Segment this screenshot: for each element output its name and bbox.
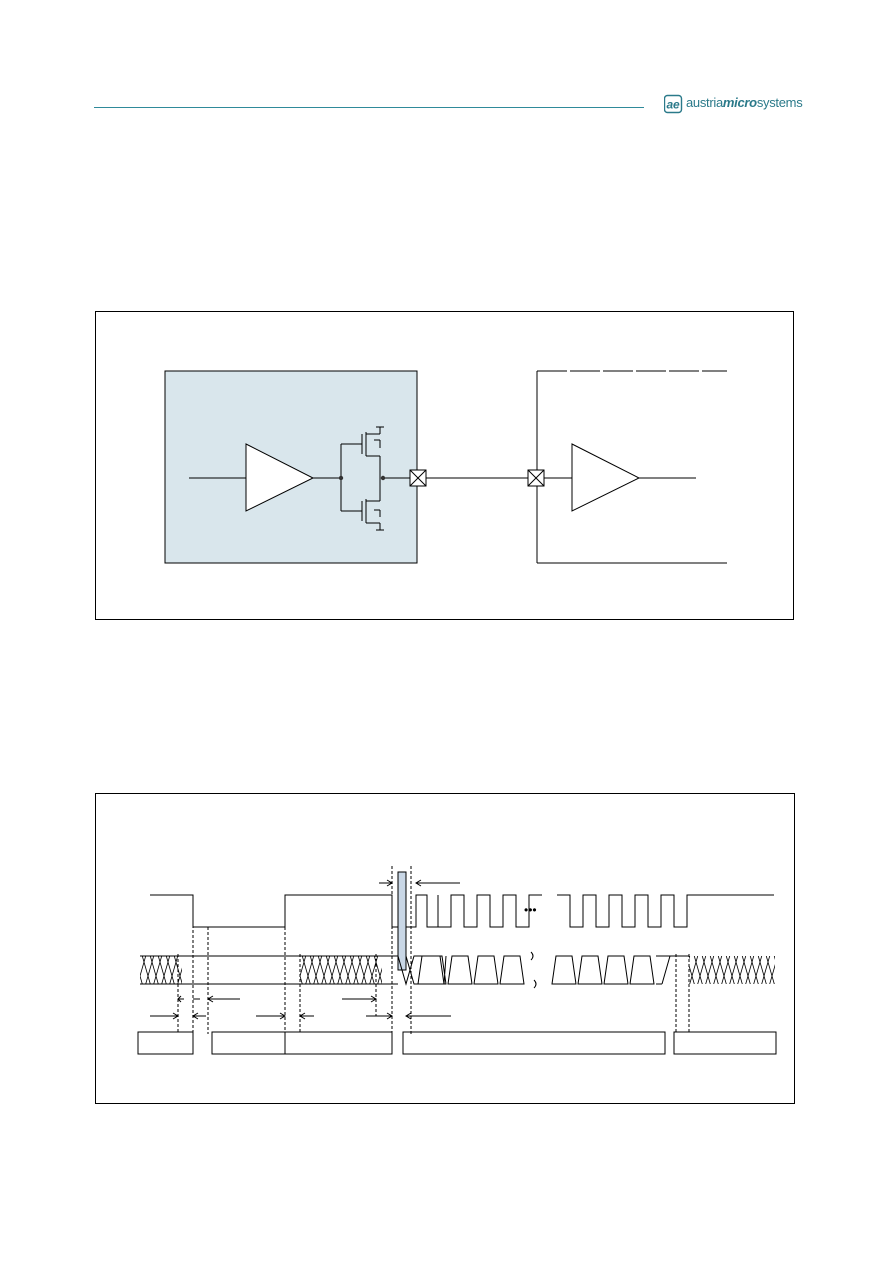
timing-diagram-drawing: •••	[137, 866, 777, 1055]
svg-text:a: a	[667, 98, 674, 112]
input-buffer-triangle	[571, 443, 641, 512]
phase-box-4	[402, 1031, 666, 1055]
logo-text-austria: austria	[686, 95, 723, 110]
ams-logo-icon: a e	[664, 94, 683, 114]
clock-waveform	[437, 894, 542, 928]
logo-text: austriamicrosystems	[686, 95, 803, 110]
data-hatch-3	[689, 956, 775, 984]
phase-box-2	[211, 1031, 286, 1055]
figure-io-schematic	[95, 311, 794, 620]
phase-box-3	[284, 1031, 393, 1055]
header-rule	[94, 107, 644, 108]
company-logo: a e austriamicrosystems	[664, 94, 804, 114]
io-schematic-drawing	[164, 370, 727, 564]
phase-box-5	[673, 1031, 777, 1055]
phase-box-1	[137, 1031, 194, 1055]
data-hatch-2	[300, 956, 382, 984]
svg-text:e: e	[673, 98, 680, 112]
logo-text-systems: systems	[756, 95, 803, 110]
logo-text-micro: micro	[722, 95, 757, 110]
figure-timing-diagram: •••	[95, 793, 795, 1104]
output-driver-triangle	[245, 443, 315, 512]
clock-ellipsis: •••	[524, 903, 537, 917]
timing-marker	[397, 871, 407, 971]
data-hatch-1	[140, 956, 182, 984]
